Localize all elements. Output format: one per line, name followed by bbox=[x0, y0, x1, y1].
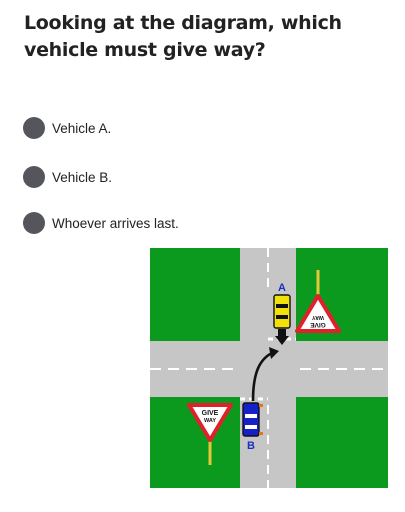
option-whoever-arrives-last[interactable]: Whoever arrives last. bbox=[23, 212, 179, 234]
turn-arrow-icon bbox=[251, 347, 279, 402]
option-vehicle-a[interactable]: Vehicle A. bbox=[23, 117, 111, 139]
intersection-diagram: A B GIVE WAY GIVE bbox=[150, 248, 388, 488]
horizontal-road bbox=[150, 341, 388, 397]
vehicle-a-label: A bbox=[278, 282, 286, 294]
give-way-sign-south-bottom: WAY bbox=[204, 418, 216, 424]
radio-button[interactable] bbox=[23, 212, 45, 234]
give-way-sign-north: GIVE WAY bbox=[295, 270, 341, 333]
option-vehicle-b[interactable]: Vehicle B. bbox=[23, 166, 112, 188]
option-label: Vehicle A. bbox=[52, 120, 112, 136]
give-way-sign-north-top: GIVE bbox=[310, 321, 326, 328]
vehicle-b bbox=[242, 402, 263, 437]
radio-button[interactable] bbox=[23, 166, 45, 188]
radio-button[interactable] bbox=[23, 117, 45, 139]
question-title: Looking at the diagram, which vehicle mu… bbox=[24, 12, 342, 61]
option-label: Whoever arrives last. bbox=[52, 215, 179, 231]
vehicle-b-label: B bbox=[247, 440, 255, 452]
vehicle-a bbox=[273, 294, 291, 345]
give-way-sign-north-bottom: WAY bbox=[312, 314, 324, 320]
give-way-sign-south: GIVE WAY bbox=[187, 403, 233, 465]
give-way-sign-south-top: GIVE bbox=[202, 410, 219, 417]
option-label: Vehicle B. bbox=[52, 169, 113, 185]
